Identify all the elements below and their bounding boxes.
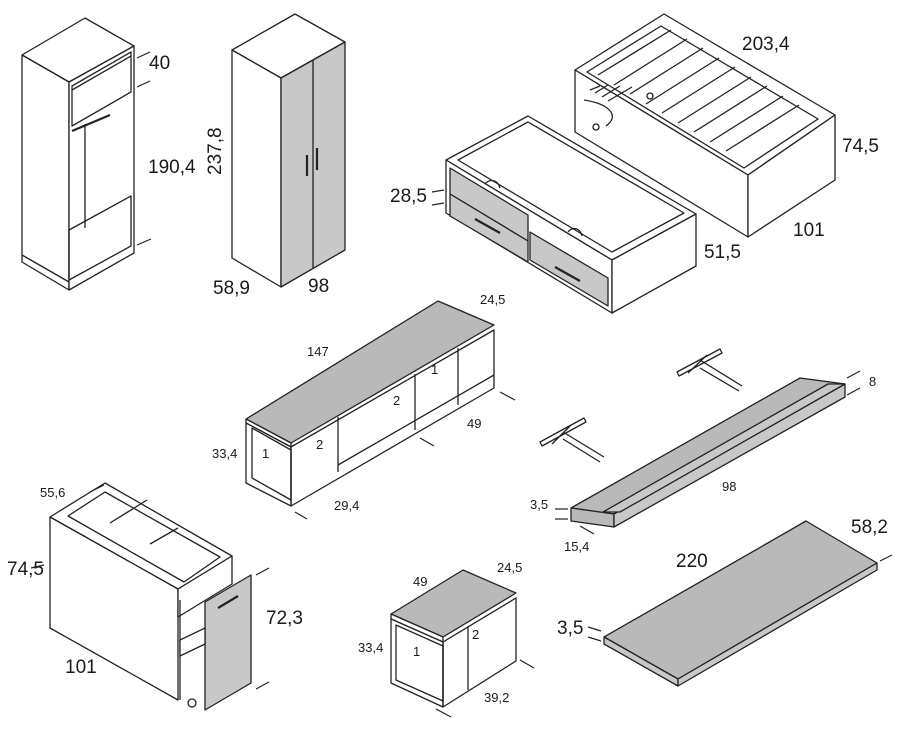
drawer-bed xyxy=(445,115,697,314)
open-wardrobe-depth-label: 40 xyxy=(149,53,170,74)
bed-frame xyxy=(574,13,836,238)
bed-frame-length-label: 203,4 xyxy=(742,34,790,55)
tv-unit-compartment-2: 2 xyxy=(316,437,323,452)
small-unit-width-label: 49 xyxy=(413,574,427,589)
drawer-bed-height-label: 28,5 xyxy=(390,186,427,207)
drawer-bed-height-tick xyxy=(431,189,445,193)
desk-unit-height-label: 74,5 xyxy=(7,559,44,580)
small-unit-compartment-1: 1 xyxy=(413,644,420,659)
small-unit-compartment-2: 2 xyxy=(472,627,479,642)
desk-top-thickness-label: 3,5 xyxy=(557,618,583,639)
desk-unit-drawer-height-label: 72,3 xyxy=(266,608,303,629)
open-wardrobe xyxy=(21,17,152,291)
wall-shelf-length-label: 98 xyxy=(722,479,736,494)
tv-unit xyxy=(245,300,516,520)
drawer-bed-depth-label: 51,5 xyxy=(704,242,741,263)
desk-unit-depth-label: 55,6 xyxy=(40,485,65,500)
bed-frame-height-label: 74,5 xyxy=(842,136,879,157)
wall-shelf-thickness-label: 3,5 xyxy=(530,497,548,512)
desk-unit-length-label: 101 xyxy=(65,657,97,678)
wall-shelf-height-label: 8 xyxy=(869,374,876,389)
drawer-bed-height-tick2 xyxy=(431,202,445,206)
tv-unit-compartment-4: 1 xyxy=(431,362,438,377)
tv-unit-depth-label: 24,5 xyxy=(480,292,505,307)
tv-unit-compartment-1: 1 xyxy=(262,446,269,461)
small-unit-height-label: 33,4 xyxy=(358,640,383,655)
closed-wardrobe-depth-label: 58,9 xyxy=(213,278,250,299)
bracket-upper xyxy=(676,348,743,392)
tv-unit-module-label: 29,4 xyxy=(334,498,359,513)
closed-wardrobe xyxy=(231,13,346,288)
bed-frame-width-label: 101 xyxy=(793,220,825,241)
desk-top-panel xyxy=(587,520,893,687)
wall-shelf-depth-label: 15,4 xyxy=(564,539,589,554)
closed-wardrobe-height-label: 237,8 xyxy=(205,127,226,175)
tv-unit-compartment-3: 2 xyxy=(393,393,400,408)
tv-unit-height-label: 33,4 xyxy=(212,446,237,461)
tv-unit-width-label: 49 xyxy=(467,416,481,431)
desk-top-length-label: 220 xyxy=(676,551,708,572)
desk-top-depth-label: 58,2 xyxy=(851,517,888,538)
tv-unit-length-label: 147 xyxy=(307,344,329,359)
desk-unit xyxy=(30,482,270,711)
small-unit-length-label: 39,2 xyxy=(484,690,509,705)
open-wardrobe-height-label: 190,4 xyxy=(148,157,196,178)
small-unit-depth-label: 24,5 xyxy=(497,560,522,575)
wall-shelf xyxy=(555,370,861,535)
small-unit xyxy=(390,569,535,718)
closed-wardrobe-width-label: 98 xyxy=(308,276,329,297)
bracket-lower xyxy=(539,417,605,463)
